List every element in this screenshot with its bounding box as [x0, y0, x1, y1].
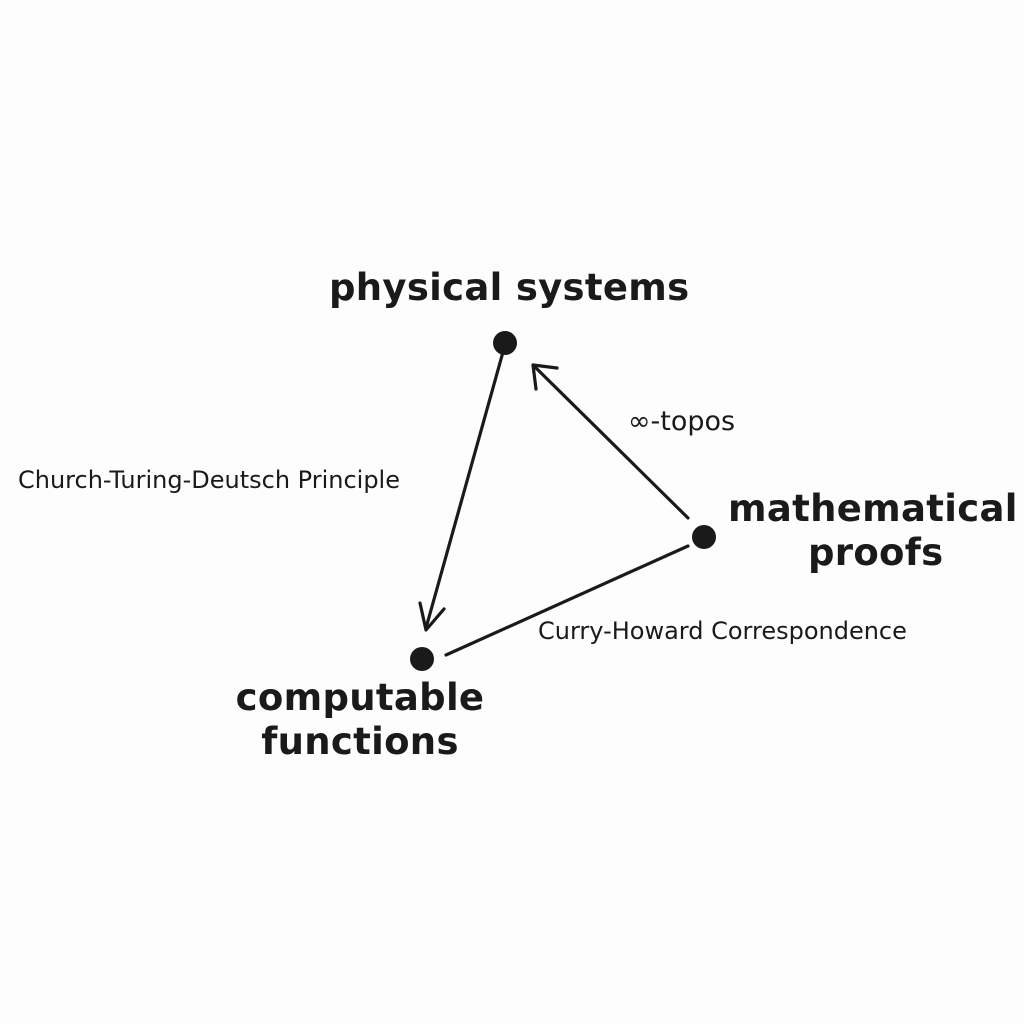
edge-infinity-topos	[532, 364, 690, 520]
edge-label-church-turing-deutsch: Church-Turing-Deutsch Principle	[18, 466, 400, 494]
arrowhead-physical	[531, 363, 559, 391]
node-label-mathematical-proofs: mathematical proofs	[728, 487, 1018, 575]
node-label-computable-functions-line1: computable	[235, 676, 485, 719]
edge-label-infinity-topos: ∞-topos	[628, 406, 736, 437]
edge-curry-howard	[444, 544, 690, 657]
edge-church-turing-deutsch	[424, 350, 505, 630]
node-label-physical-systems: physical systems	[329, 266, 690, 309]
node-dot-mathematical-proofs	[692, 525, 716, 549]
edge-label-curry-howard: Curry-Howard Correspondence	[538, 617, 907, 645]
arrowhead-computable	[418, 601, 446, 632]
node-dot-physical-systems	[493, 331, 517, 355]
node-label-computable-functions: computable functions	[232, 676, 488, 764]
node-dot-computable-functions	[410, 647, 434, 671]
node-label-mathematical-proofs-line2: proofs	[808, 531, 944, 574]
node-label-computable-functions-line2: functions	[261, 720, 459, 763]
node-label-mathematical-proofs-line1: mathematical	[728, 487, 1018, 530]
